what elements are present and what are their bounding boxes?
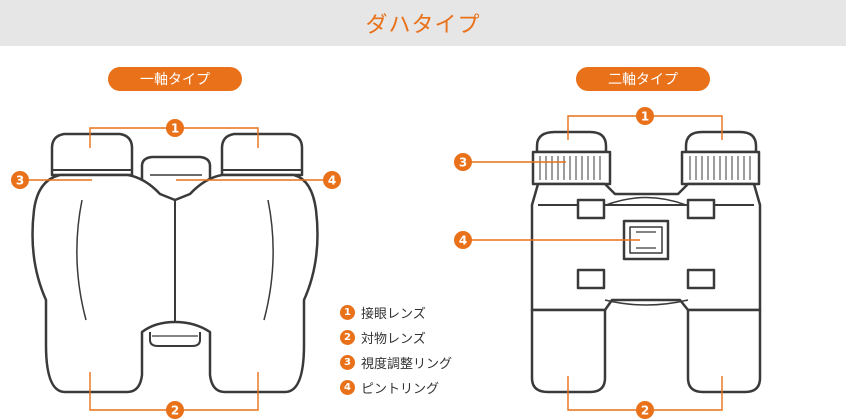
callout-4-right: 4 (454, 231, 472, 249)
header-bar: ダハタイプ (0, 0, 846, 46)
parts-legend: 1 接眼レンズ 2 対物レンズ 3 視度調整リング 4 ピントリング (340, 300, 490, 400)
left-objective-right (530, 308, 607, 394)
page-title: ダハタイプ (365, 13, 481, 38)
callout-1-left: 1 (166, 119, 184, 137)
diopter-ridges (539, 156, 751, 180)
legend-number-2: 2 (340, 330, 355, 345)
callout-2-left-text: 2 (171, 404, 179, 418)
callout-4-left-text: 4 (328, 174, 336, 188)
legend-number-1: 1 (340, 305, 355, 320)
callout-3-right: 3 (454, 153, 472, 171)
legend-item-diopter: 3 視度調整リング (340, 350, 490, 375)
callout-2-right: 2 (636, 401, 654, 419)
callout-1-right-text: 1 (641, 110, 649, 124)
legend-label-diopter: 視度調整リング (361, 357, 453, 372)
legend-number-4: 4 (340, 380, 355, 395)
callout-1-left-text: 1 (171, 122, 179, 136)
legend-item-objective: 2 対物レンズ (340, 325, 490, 350)
left-diopter-ring (531, 150, 612, 186)
legend-item-eyepiece: 1 接眼レンズ (340, 300, 490, 325)
objective-hub-left (149, 332, 201, 347)
callout-2-right-text: 2 (641, 404, 649, 418)
legend-label-eyepiece: 接眼レンズ (361, 307, 426, 322)
dual-axis-binocular (530, 130, 762, 394)
callout-4-left: 4 (323, 171, 341, 189)
left-eyepiece-left (50, 132, 134, 177)
callout-2-left: 2 (166, 401, 184, 419)
callout-4-right-text: 4 (459, 234, 467, 248)
callout-3-left-text: 3 (16, 174, 24, 188)
single-axis-type-text: 一軸タイプ (140, 72, 210, 88)
legend-item-focus-ring: 4 ピントリング (340, 375, 490, 400)
right-eyepiece-right (684, 130, 758, 154)
legend-label-objective: 対物レンズ (361, 332, 426, 347)
callout-3-left: 3 (11, 171, 29, 189)
dual-axis-type-label: 二軸タイプ (576, 67, 710, 91)
dual-axis-type-text: 二軸タイプ (608, 72, 678, 88)
single-axis-type-label: 一軸タイプ (108, 67, 242, 91)
right-eyepiece-left (220, 132, 304, 177)
left-eyepiece-right (535, 130, 608, 154)
callout-1-right: 1 (636, 107, 654, 125)
callout-3-right-text: 3 (459, 156, 467, 170)
single-axis-binocular (31, 132, 319, 394)
right-objective-right (686, 308, 762, 394)
legend-label-focus-ring: ピントリング (361, 382, 440, 397)
legend-number-3: 3 (340, 355, 355, 370)
